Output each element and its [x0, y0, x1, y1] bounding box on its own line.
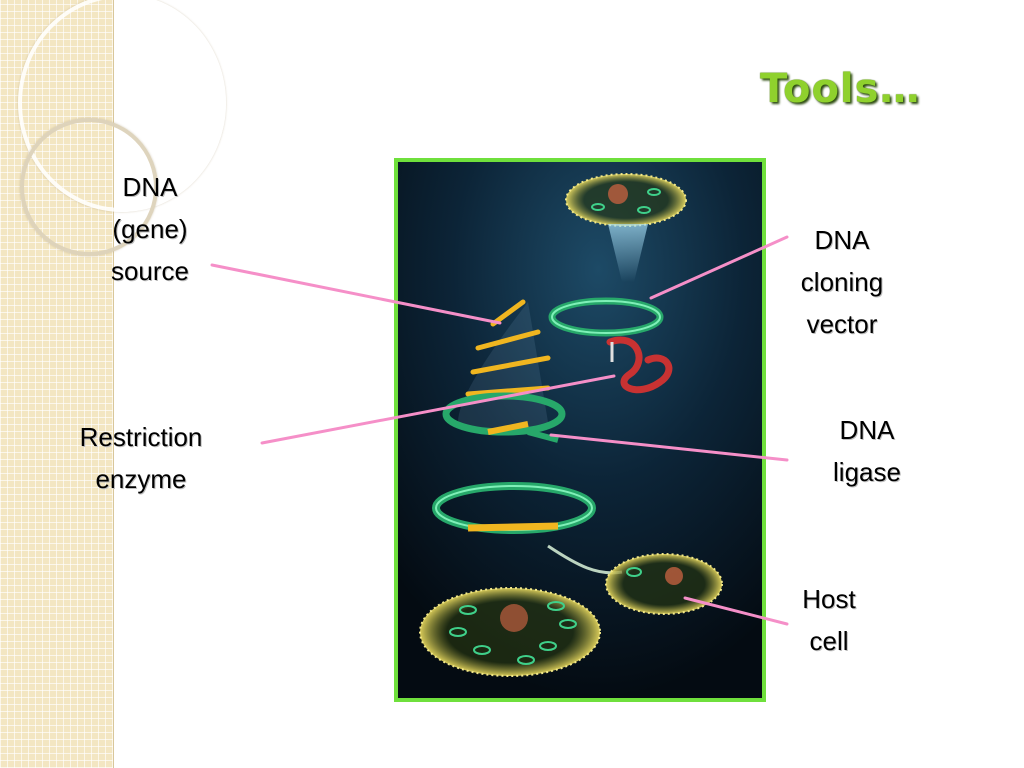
label-line: vector [806, 309, 878, 339]
label-dna-ligase: DNA ligase [808, 409, 926, 493]
label-line: enzyme [95, 464, 187, 494]
cloning-illustration [394, 158, 766, 702]
slide-title: Tools… [760, 66, 921, 112]
decorative-arc [20, 118, 158, 256]
label-line: source [110, 256, 190, 286]
label-dna-gene-source: DNA (gene) source [90, 166, 210, 292]
label-line: DNA [839, 415, 895, 445]
label-line: ligase [833, 457, 901, 487]
label-line: DNA [122, 172, 178, 202]
label-host-cell: Host cell [782, 578, 876, 662]
label-line: Restriction [79, 422, 203, 452]
cloning-illustration-art [398, 162, 762, 698]
label-line: cell [809, 626, 849, 656]
label-line: DNA [814, 225, 870, 255]
label-restriction-enzyme: Restriction enzyme [56, 416, 226, 500]
label-line: Host [802, 584, 856, 614]
label-line: (gene) [112, 214, 188, 244]
label-line: cloning [800, 267, 884, 297]
label-dna-cloning-vector: DNA cloning vector [778, 219, 906, 345]
